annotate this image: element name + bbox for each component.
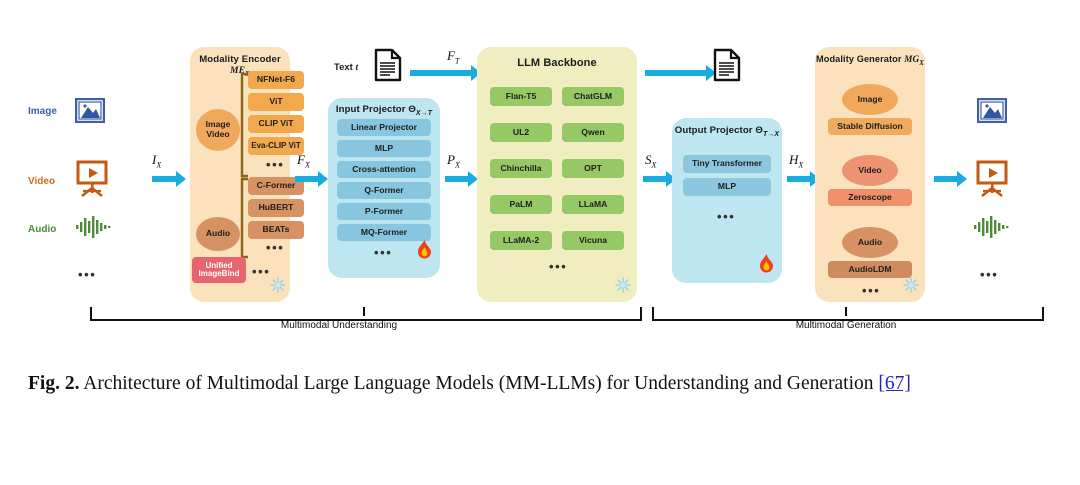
arrow-llm-to-output-projector [643, 171, 676, 187]
generator-group-video: Video [842, 155, 898, 186]
flow-label-hx: HX [789, 152, 804, 170]
output-ellipsis: ••• [980, 267, 999, 282]
video-projector-icon [975, 160, 1009, 203]
llm-backbone-title: LLM Backbone [517, 57, 597, 69]
encoder-group-audio: Audio [196, 217, 240, 251]
encoder-audio-ellipsis: ••• [266, 240, 285, 255]
llm-model-chip[interactable]: OPT [562, 159, 624, 178]
encoder-bracket-audio [240, 177, 248, 259]
image-picture-icon [976, 97, 1008, 128]
arrow-output-projector-to-generator [787, 171, 820, 187]
generator-ellipsis: ••• [862, 283, 881, 298]
generator-model-chip[interactable]: AudioLDM [828, 261, 912, 278]
output-projector-title: Output Projector ΘT→X [674, 125, 780, 138]
input-projector-item[interactable]: MLP [337, 140, 431, 157]
generator-group-audio: Audio [842, 227, 898, 258]
caption-prefix: Fig. 2. [28, 373, 80, 394]
llm-model-chip[interactable]: PaLM [490, 195, 552, 214]
output-projector-ellipsis: ••• [717, 209, 736, 224]
audio-waveform-icon [75, 216, 113, 243]
encoder-model-chip[interactable]: HuBERT [248, 199, 304, 217]
flame-trainable-icon [758, 254, 775, 279]
arrow-input-to-encoder [152, 171, 186, 187]
input-projector-item[interactable]: P-Former [337, 203, 431, 220]
caption-reference-link[interactable]: [67] [878, 373, 911, 394]
brace-understanding-tick [363, 307, 366, 316]
generator-model-chip[interactable]: Stable Diffusion [828, 118, 912, 135]
encoder-model-chip[interactable]: Eva-CLIP ViT [248, 137, 304, 155]
llm-model-chip[interactable]: UL2 [490, 123, 552, 142]
modality-generator-title: Modality Generator MGX [816, 54, 924, 67]
arrow-input-projector-to-llm [445, 171, 478, 187]
figure-diagram: Image Video Audio [28, 47, 1044, 331]
input-label-video: Video [28, 176, 56, 187]
encoder-image-ellipsis: ••• [266, 157, 285, 172]
input-label-audio: Audio [28, 224, 57, 235]
llm-backbone-panel: LLM Backbone Flan-T5 UL2 Chinchilla PaLM… [477, 47, 637, 302]
brace-understanding [90, 307, 642, 321]
input-projector-title: Input Projector ΘX→T [335, 104, 433, 117]
video-projector-icon [75, 160, 109, 203]
audio-waveform-icon [973, 216, 1011, 243]
flow-label-px: PX [447, 152, 460, 170]
llm-model-chip[interactable]: LLaMA [562, 195, 624, 214]
encoder-model-chip[interactable]: BEATs [248, 221, 304, 239]
brace-label-understanding: Multimodal Understanding [280, 320, 398, 331]
arrow-generator-to-outputs [934, 171, 967, 187]
encoder-ellipsis: ••• [252, 264, 271, 279]
brace-label-generation: Multimodal Generation [795, 320, 897, 331]
encoder-model-chip[interactable]: C-Former [248, 177, 304, 195]
llm-model-chip[interactable]: LLaMA-2 [490, 231, 552, 250]
snowflake-frozen-icon [615, 277, 631, 298]
llm-model-chip[interactable]: Chinchilla [490, 159, 552, 178]
llm-model-chip[interactable]: ChatGLM [562, 87, 624, 106]
encoder-model-chip[interactable]: NFNet-F6 [248, 71, 304, 89]
generator-model-chip[interactable]: Zeroscope [828, 189, 912, 206]
input-ellipsis: ••• [78, 267, 97, 282]
input-label-image: Image [28, 106, 57, 117]
flow-label-fx: FX [297, 152, 310, 170]
input-projector-ellipsis: ••• [374, 245, 393, 260]
brace-generation [652, 307, 1044, 321]
input-projector-panel: Input Projector ΘX→T Linear Projector ML… [328, 98, 440, 278]
llm-model-chip[interactable]: Qwen [562, 123, 624, 142]
arrow-llm-to-text-output [645, 65, 716, 81]
arrow-encoder-to-input-projector [295, 171, 328, 187]
text-input-label: Text t [334, 62, 359, 73]
document-icon [374, 48, 402, 87]
flow-label-sx: SX [645, 152, 657, 170]
modality-generator-panel: Modality Generator MGX Image Stable Diff… [815, 47, 925, 302]
encoder-model-chip[interactable]: CLIP ViT [248, 115, 304, 133]
encoder-bracket-image [240, 72, 248, 178]
encoder-model-chip[interactable]: ViT [248, 93, 304, 111]
document-icon [713, 48, 741, 87]
flow-label-ix: IX [152, 152, 162, 170]
encoder-unified-imagebind-chip[interactable]: Unified ImageBind [192, 257, 246, 283]
snowflake-frozen-icon [903, 277, 919, 298]
llm-model-chip[interactable]: Vicuna [562, 231, 624, 250]
input-projector-item[interactable]: Linear Projector [337, 119, 431, 136]
snowflake-frozen-icon [270, 277, 286, 298]
output-projector-item[interactable]: Tiny Transformer [683, 155, 771, 173]
flow-label-ft: FT [447, 48, 460, 66]
output-projector-item[interactable]: MLP [683, 178, 771, 196]
arrow-text-to-llm [410, 65, 481, 81]
llm-model-chip[interactable]: Flan-T5 [490, 87, 552, 106]
output-projector-panel: Output Projector ΘT→X Tiny Transformer M… [672, 118, 782, 283]
image-picture-icon [74, 97, 106, 128]
llm-backbone-ellipsis: ••• [549, 259, 568, 274]
input-projector-item[interactable]: Cross-attention [337, 161, 431, 178]
brace-generation-tick [845, 307, 848, 316]
figure-caption: Fig. 2. Architecture of Multimodal Large… [28, 370, 1052, 398]
modality-encoder-panel: Modality Encoder MEX Image Video NFNet-F… [190, 47, 304, 302]
input-projector-item[interactable]: MQ-Former [337, 224, 431, 241]
generator-group-image: Image [842, 84, 898, 115]
caption-text: Architecture of Multimodal Large Languag… [79, 373, 879, 394]
encoder-group-image-video: Image Video [196, 109, 240, 151]
flame-trainable-icon [416, 240, 433, 265]
input-projector-item[interactable]: Q-Former [337, 182, 431, 199]
